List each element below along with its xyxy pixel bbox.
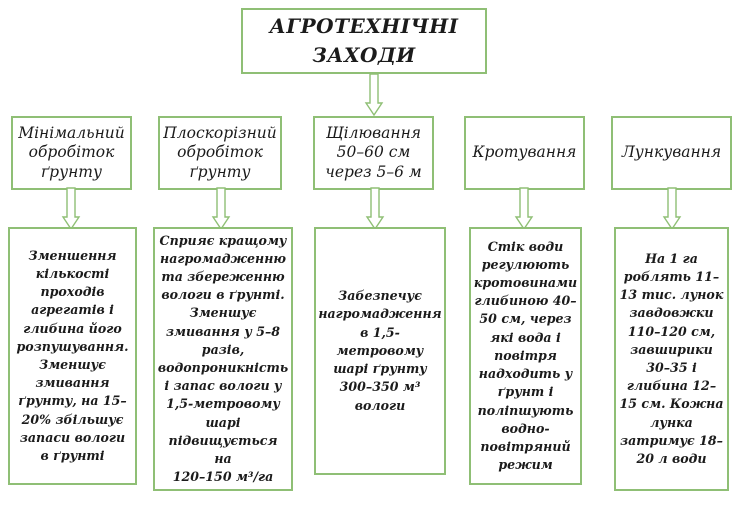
description-text: На 1 га роблять 11– 13 тис. лунок завдов… — [619, 250, 724, 467]
description-box-mole-drainage: Стік води регулюють кротовинами глибиною… — [469, 227, 582, 485]
arrow-down-icon — [662, 187, 682, 231]
title-box: АГРОТЕХНІЧНІ ЗАХОДИ — [241, 8, 487, 74]
category-label: Щілювання 50–60 см через 5–6 м — [325, 123, 422, 181]
description-box-minimal-tillage: Зменшення кількості проходів агрегатів і… — [8, 227, 137, 485]
title-text: АГРОТЕХНІЧНІ ЗАХОДИ — [269, 14, 459, 67]
arrow-down-icon — [365, 187, 385, 231]
category-box-minimal-tillage: Мінімальний обробіток ґрунту — [11, 116, 132, 190]
description-text: Сприяє кращому нагромадженню та збережен… — [157, 232, 289, 485]
category-label: Лункування — [621, 143, 722, 162]
description-text: Зменшення кількості проходів агрегатів і… — [16, 247, 129, 464]
arrow-down-icon — [364, 73, 384, 117]
arrow-down-icon — [211, 187, 231, 231]
category-label: Плоскорізний обробіток ґрунту — [163, 123, 277, 181]
description-text: Забезпечує нагромадження в 1,5- метровом… — [318, 288, 442, 413]
category-box-mole-drainage: Кротування — [464, 116, 585, 190]
description-box-slitting: Забезпечує нагромадження в 1,5- метровом… — [314, 227, 446, 475]
arrow-down-icon — [514, 187, 534, 231]
category-label: Кротування — [472, 143, 577, 162]
category-box-subsurface-tillage: Плоскорізний обробіток ґрунту — [158, 116, 282, 190]
arrow-down-icon — [61, 187, 81, 231]
category-box-slitting: Щілювання 50–60 см через 5–6 м — [313, 116, 434, 190]
category-label: Мінімальний обробіток ґрунту — [18, 123, 125, 181]
description-box-subsurface-tillage: Сприяє кращому нагромадженню та збережен… — [153, 227, 293, 491]
description-text: Стік води регулюють кротовинами глибиною… — [473, 238, 578, 473]
category-box-pitting: Лункування — [611, 116, 732, 190]
description-box-pitting: На 1 га роблять 11– 13 тис. лунок завдов… — [614, 227, 729, 491]
